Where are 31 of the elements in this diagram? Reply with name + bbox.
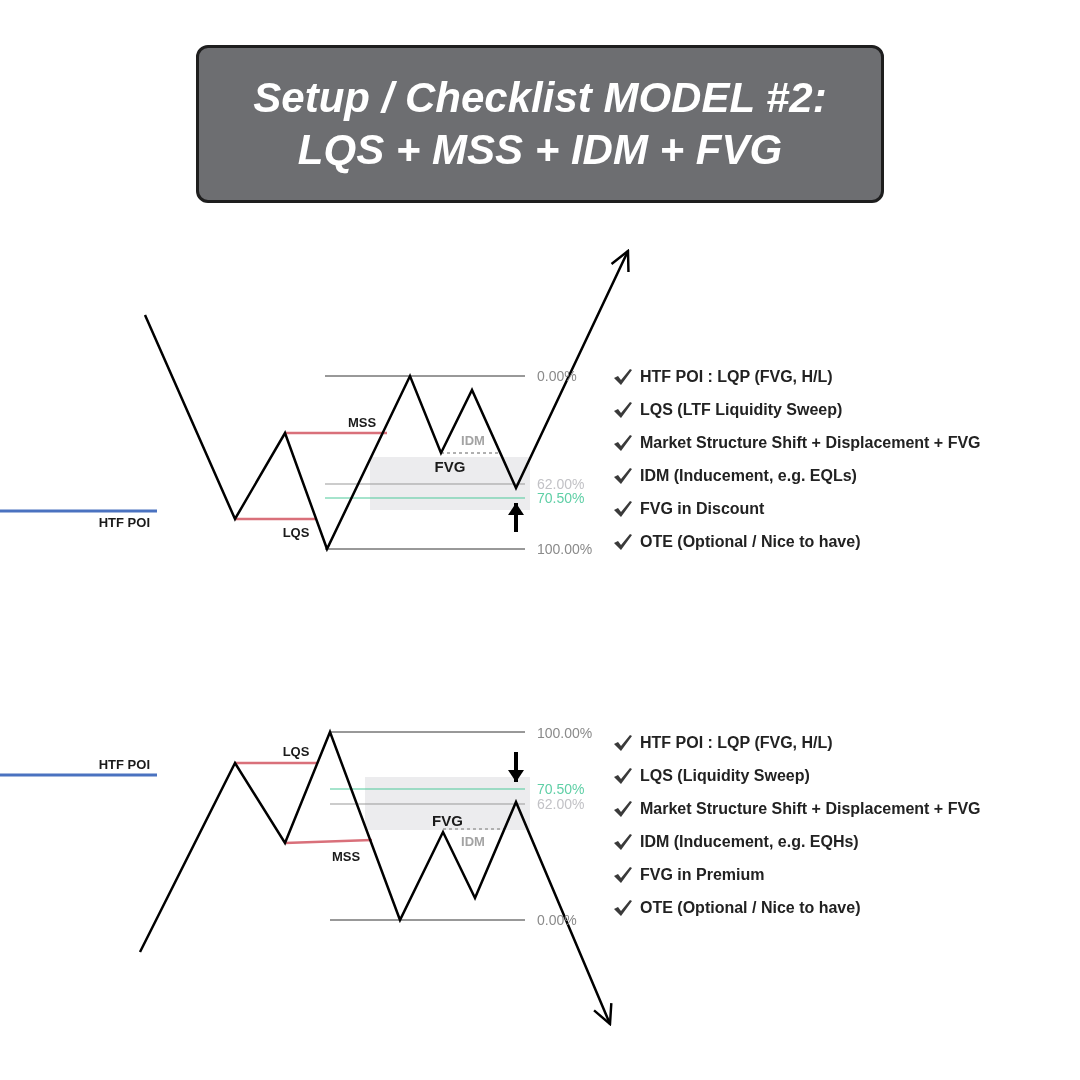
structure-label: IDM [461, 833, 485, 849]
level-label: 62.00% [537, 796, 585, 812]
checklist-item: HTF POI : LQP (FVG, H/L) [640, 368, 833, 386]
checklist-item: FVG in Premium [640, 866, 765, 884]
checklist-item: OTE (Optional / Nice to have) [640, 899, 861, 917]
structure-label: LQS [282, 743, 310, 759]
checklist-item: Market Structure Shift + Displacement + FVG [640, 434, 981, 452]
fvg-zone [365, 777, 530, 830]
checklist-item: IDM (Inducement, e.g. EQHs) [640, 833, 859, 851]
level-label: 70.50% [537, 490, 585, 506]
level-label: 100.00% [537, 541, 593, 557]
structure-label: IDM [461, 432, 485, 448]
fvg-zone [370, 457, 530, 510]
structure-label: MSS [331, 848, 361, 864]
checklist-item: LQS (Liquidity Sweep) [640, 767, 810, 785]
checklist-item: HTF POI : LQP (FVG, H/L) [640, 734, 833, 752]
poi-label: HTF POI [98, 756, 150, 772]
structure-label: MSS [347, 414, 377, 430]
level-label: 100.00% [537, 725, 593, 741]
checklist-item: FVG in Discount [640, 500, 765, 518]
checklist-item: Market Structure Shift + Displacement + FVG [640, 800, 981, 818]
checklist-item: LQS (LTF Liquidity Sweep) [640, 401, 843, 419]
level-label: 70.50% [537, 781, 585, 797]
level-label: 62.00% [537, 476, 585, 492]
zone-label: FVG [432, 813, 463, 828]
title-banner: Setup / Checklist MODEL #2: LQS + MSS + IDM + FVG [196, 45, 884, 203]
checklist-item: OTE (Optional / Nice to have) [640, 533, 861, 551]
poi-label: HTF POI [98, 514, 150, 530]
structure-label: LQS [282, 524, 310, 540]
zone-label: FVG [434, 459, 466, 474]
checklist-item: IDM (Inducement, e.g. EQLs) [640, 467, 857, 485]
